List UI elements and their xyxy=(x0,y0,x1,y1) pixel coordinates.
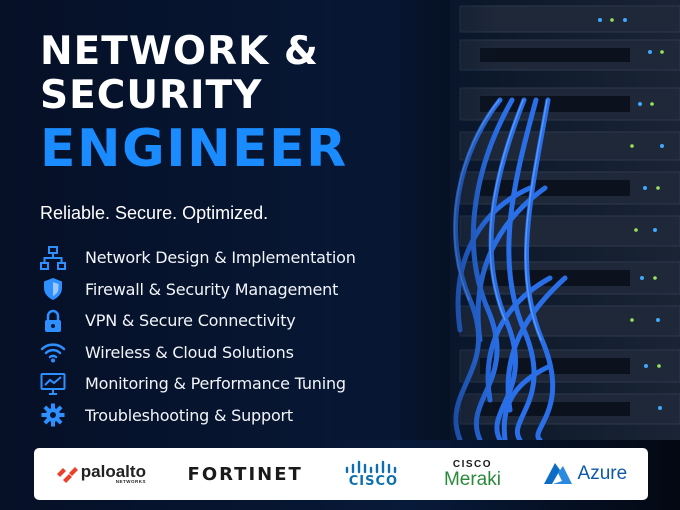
tagline: Reliable. Secure. Optimized. xyxy=(40,203,269,223)
headline-line-1: NETWORK & xyxy=(40,29,319,74)
partner-logos-strip: paloalto NETWORKS FORTINET CISCO CISCO M… xyxy=(34,448,648,500)
headline-accent: ENGINEER xyxy=(40,119,348,179)
service-label: Firewall & Security Management xyxy=(85,279,339,299)
server-rack-graphic xyxy=(400,0,680,440)
cisco-logo: CISCO xyxy=(344,460,402,489)
service-label: Monitoring & Performance Tuning xyxy=(85,374,346,394)
azure-wordmark: Azure xyxy=(577,463,628,484)
service-label: VPN & Secure Connectivity xyxy=(85,311,296,331)
service-item: VPN & Secure Connectivity xyxy=(38,305,356,337)
service-label: Network Design & Implementation xyxy=(85,248,356,268)
paloalto-subtext: NETWORKS xyxy=(115,479,146,484)
network-topology-icon xyxy=(38,245,68,271)
service-label: Troubleshooting & Support xyxy=(85,405,293,425)
paloalto-wordmark: paloalto xyxy=(80,462,146,481)
meraki-logo: CISCO Meraki xyxy=(444,459,501,490)
shield-icon xyxy=(38,276,68,302)
cisco-bars-icon xyxy=(346,460,397,473)
lock-icon xyxy=(38,308,68,334)
service-item: Firewall & Security Management xyxy=(38,274,356,306)
paloalto-mark-icon xyxy=(56,467,78,483)
wifi-icon xyxy=(38,339,68,365)
cisco-wordmark: CISCO xyxy=(348,473,399,489)
server-rack-image xyxy=(400,0,680,440)
paloalto-logo: paloalto NETWORKS xyxy=(55,462,146,484)
monitor-chart-icon xyxy=(38,371,68,397)
meraki-wordmark: Meraki xyxy=(443,468,501,490)
gear-icon xyxy=(38,402,68,428)
meraki-cisco-text: CISCO xyxy=(452,458,493,470)
service-item: Monitoring & Performance Tuning xyxy=(38,368,356,400)
service-item: Network Design & Implementation xyxy=(38,242,356,274)
services-list: Network Design & Implementation Firewall… xyxy=(38,242,356,431)
azure-mark-icon xyxy=(543,463,572,484)
service-label: Wireless & Cloud Solutions xyxy=(85,342,294,362)
headline-line-2: SECURITY xyxy=(40,73,263,118)
service-item: Troubleshooting & Support xyxy=(38,400,356,432)
service-item: Wireless & Cloud Solutions xyxy=(38,337,356,369)
headline: NETWORK & SECURITY ENGINEER xyxy=(40,29,348,179)
fortinet-logo: FORTINET xyxy=(188,464,303,485)
azure-logo: Azure xyxy=(543,462,628,486)
fortinet-wordmark: FORTINET xyxy=(187,463,303,485)
